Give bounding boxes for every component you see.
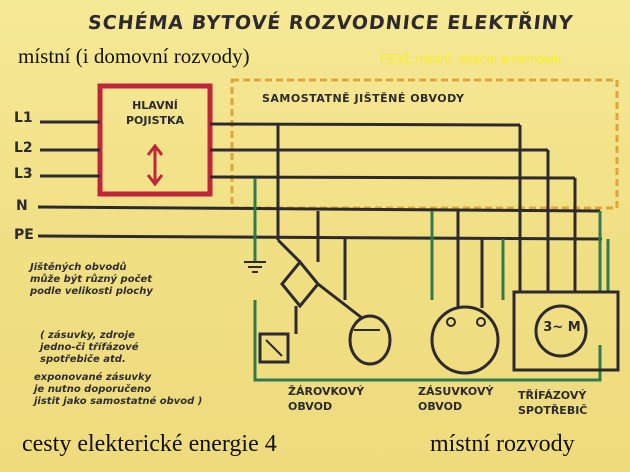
note-fuse-count: Jištěných obvodů může být různý počet po… xyxy=(30,262,153,297)
motor-label: 3~ M xyxy=(543,320,581,335)
note-phases: ( zásuvky, zdroje jedno-či třífázové spo… xyxy=(40,330,139,365)
caption-bottom-right: místní rozvody xyxy=(430,431,575,457)
lighting-circuit xyxy=(276,124,363,334)
three-phase-appliance-box xyxy=(512,290,620,372)
circuit-label-three-phase: TŘÍFÁZOVÝ SPOTŘEBIČ xyxy=(518,389,588,417)
note-heavy-sockets: exponované zásuvky je nutno doporučeno j… xyxy=(34,372,203,407)
main-fuse-box xyxy=(97,83,213,197)
conductor-label-l2: L2 xyxy=(14,140,33,156)
motor-symbol xyxy=(534,304,588,358)
incoming-conductors xyxy=(37,120,603,241)
main-fuse-label: HLAVNÍ POJISTKA xyxy=(125,99,185,127)
circuit-label-lights: ŽÁROVKOVÝ OBVOD xyxy=(288,385,365,413)
conductor-label-l1: L1 xyxy=(14,110,33,126)
phase-busbars xyxy=(209,122,577,292)
conductor-label-pe: PE xyxy=(14,227,34,243)
ground-symbol xyxy=(244,261,266,273)
protective-wires xyxy=(253,178,610,382)
separate-circuits-label: SAMOSTATNĚ JIŠTĚNÉ OBVODY xyxy=(262,92,465,105)
light-switch xyxy=(258,332,290,364)
circuit-label-sockets: ZÁSUVKOVÝ OBVOD xyxy=(418,385,494,413)
socket-outlet xyxy=(430,305,500,375)
separate-circuits-box xyxy=(230,78,619,210)
diagram-title: SCHÉMA BYTOVÉ ROZVODNICE ELEKTŘINY xyxy=(86,12,575,34)
socket-circuit xyxy=(456,211,484,308)
caption-bottom-left: cesty elekterické energie 4 xyxy=(22,431,277,457)
light-bulb xyxy=(348,314,392,366)
caption-top-left: místní (i domovní rozvody) xyxy=(18,44,250,68)
conductor-label-n: N xyxy=(16,198,28,214)
conductor-label-l3: L3 xyxy=(14,166,33,182)
caption-top-right: FEXL místní, obecní a domovní xyxy=(380,51,562,66)
